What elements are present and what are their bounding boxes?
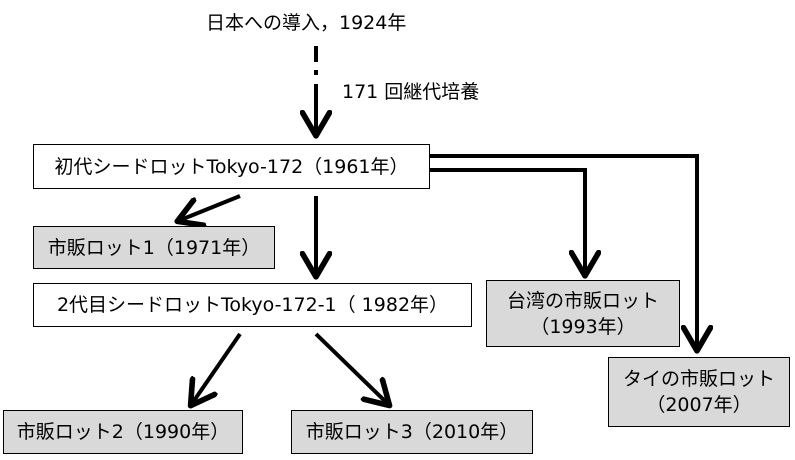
market-lot-2-label: 市販ロット2（1990年） <box>16 421 230 443</box>
market-lot-1-label: 市販ロット1（1971年） <box>47 236 261 259</box>
thai-market-lot-box: タイの市販ロット （2007年） <box>608 357 790 427</box>
market-lot-1-box: 市販ロット1（1971年） <box>33 226 275 269</box>
thai-market-lot-year: （2007年） <box>646 394 752 416</box>
market-lot-3-box: 市販ロット3（2010年） <box>291 410 533 454</box>
second-seed-lot-box: 2代目シードロットTokyo-172-1（ 1982年） <box>33 283 472 327</box>
arrow-to-thai-lot <box>430 154 697 350</box>
thai-market-lot-title: タイの市販ロット <box>622 368 775 390</box>
first-seed-lot-label: 初代シードロットTokyo-172（1961年） <box>54 155 409 178</box>
origin-label: 日本への導入，1924年 <box>206 12 407 34</box>
arrow-to-market-lot-3 <box>314 332 389 405</box>
arrow-to-taiwan-lot <box>430 168 585 275</box>
market-lot-3-label: 市販ロット3（2010年） <box>305 421 519 443</box>
taiwan-market-lot-year: （1993年） <box>530 315 636 338</box>
taiwan-market-lot-box: 台湾の市販ロット （1993年） <box>486 280 680 347</box>
passage-label: 171 回継代培養 <box>342 81 480 103</box>
arrow-to-market-lot-1 <box>178 194 241 221</box>
second-seed-lot-label: 2代目シードロットTokyo-172-1（ 1982年） <box>56 294 449 316</box>
market-lot-2-box: 市販ロット2（1990年） <box>3 410 243 454</box>
taiwan-market-lot-title: 台湾の市販ロット <box>506 289 659 312</box>
first-seed-lot-box: 初代シードロットTokyo-172（1961年） <box>33 144 430 189</box>
arrow-to-market-lot-2 <box>191 332 242 405</box>
